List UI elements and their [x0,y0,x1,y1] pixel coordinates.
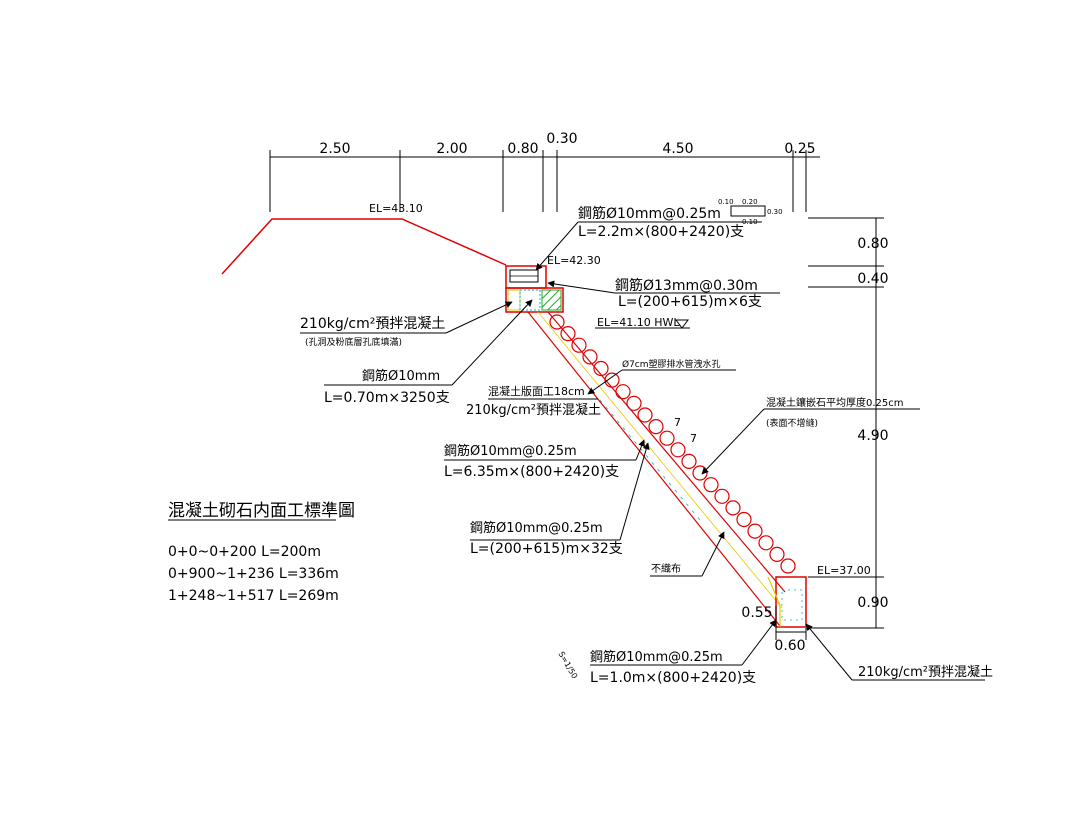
stone [747,523,763,539]
dim-top-4: 0.30 [546,131,577,147]
stone [549,314,565,330]
section-mark-1: 7 [674,416,681,429]
geotextile-label: 不織布 [651,562,681,575]
rebar-top-line2: L=2.2m×(800+2420)支 [578,224,744,240]
stone-note-line2: (表面不增縫) [766,417,818,429]
dim-top-2: 2.00 [436,141,467,157]
rebar-mid-line1: 鋼筋Ø10mm@0.25m [444,443,577,459]
stone [637,407,653,423]
scale-mark: S=1/50 [557,650,580,680]
top-dimension-chain [269,150,820,212]
stone [626,395,642,411]
leader-lines [300,221,985,681]
dim-right-4: 0.90 [857,595,888,611]
dim-top-1: 2.50 [319,141,350,157]
concrete-top-line1: 210kg/cm²預拌混凝土 [300,316,445,332]
rebar-13-line1: 鋼筋Ø13mm@0.30m [615,277,758,294]
svg-text:0.20: 0.20 [742,198,758,206]
stone [703,477,719,493]
stone-note-line1: 混凝土鑲嵌石平均厚度0.25cm [766,396,904,409]
drawing-title: 混凝土砌石内面工標準圖 [168,501,355,521]
svg-text:0.10: 0.10 [718,198,734,206]
range-line-3: 1+248~1+517 L=269m [168,588,339,604]
range-line-2: 0+900~1+236 L=336m [168,566,339,582]
rebar-low-line1: 鋼筋Ø10mm@0.25m [470,520,603,536]
right-dimension-labels: 0.80 0.40 4.90 0.90 [857,236,888,611]
stone [725,500,741,516]
stone [736,511,752,528]
el-top-label: EL=43.10 [369,202,423,215]
stone [670,442,686,458]
svg-text:0.30: 0.30 [767,208,783,216]
dim-bottom-1: 0.55 [741,605,772,621]
rebar-foot-line1: 鋼筋Ø10mm@0.25m [590,649,723,665]
slab-line2: 210kg/cm²預拌混凝土 [466,402,601,418]
rebar-foot-line2: L=1.0m×(800+2420)支 [590,670,756,686]
dim-right-3: 4.90 [857,428,888,444]
rebar-top-line1: 鋼筋Ø10mm@0.25m [578,205,721,222]
stone [681,453,697,469]
dim-right-2: 0.40 [857,271,888,287]
stone [560,326,576,342]
sloped-slab [527,311,786,627]
dim-right-1: 0.80 [857,236,888,252]
crest-structure [505,265,564,313]
stone [758,535,774,551]
stone [582,349,598,365]
stone [571,337,587,353]
title-block: 混凝土砌石内面工標準圖 0+0~0+200 L=200m 0+900~1+236… [168,501,355,604]
el-crest-label: EL=42.30 [547,254,601,267]
stone [615,384,631,400]
rebar-13-line2: L=(200+615)m×6支 [618,294,762,310]
stone [714,488,730,504]
svg-text:EL=41.10 HWL: EL=41.10 HWL [597,316,680,329]
stone [593,360,609,377]
masonry-stones [549,314,796,574]
stone [648,419,664,435]
el-bottom-label: EL=37.00 [817,564,871,577]
concrete-foot-label: 210kg/cm²預拌混凝土 [858,664,993,680]
dim-top-5: 4.50 [662,141,693,157]
dim-bottom-2: 0.60 [774,638,805,654]
rebar-mid-line2: L=6.35m×(800+2420)支 [444,464,619,480]
ground-profile [221,218,507,275]
stone [769,546,785,563]
toe-structure [767,576,807,628]
rebar-diag-line1: 鋼筋Ø10mm [362,368,440,384]
dim-top-6: 0.25 [784,141,815,157]
top-dimension-labels: 2.50 2.00 0.80 0.30 4.50 0.25 [319,131,815,157]
range-line-1: 0+0~0+200 L=200m [168,544,321,560]
section-mark-2: 7 [690,432,697,445]
rebar-low-line2: L=(200+615)m×32支 [470,541,623,557]
concrete-top-line2: (孔洞及粉底層孔底填滿) [305,336,402,348]
stone [692,465,708,481]
annotations: 鋼筋Ø10mm@0.25m L=2.2m×(800+2420)支 鋼筋Ø13mm… [300,205,993,686]
stone [659,430,675,446]
hwl-marker: EL=41.10 HWL [595,316,690,329]
pipe-note: Ø7cm塑膠排水管洩水孔 [622,358,721,370]
stone [780,558,796,574]
stone [604,372,620,388]
slab-line1: 混凝土版面工18cm [488,384,585,398]
dim-top-3: 0.80 [507,141,538,157]
rebar-diag-line2: L=0.70m×3250支 [324,390,450,406]
